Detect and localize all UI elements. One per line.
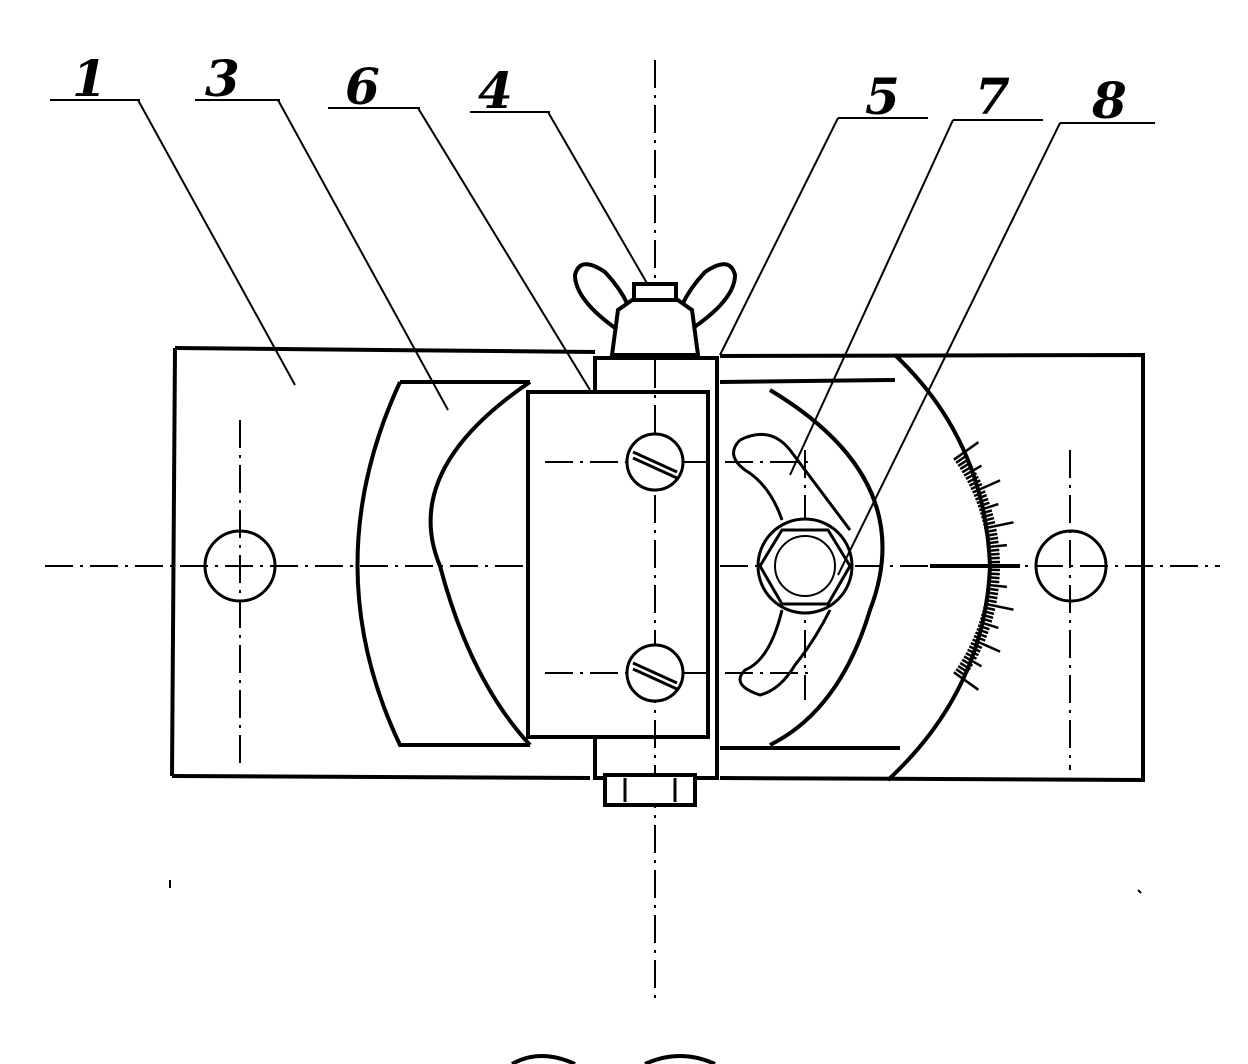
scale-tick — [961, 465, 974, 474]
scale-tick — [987, 576, 1000, 580]
callout-6: 6 — [345, 57, 380, 116]
scale-tick — [976, 627, 989, 635]
scale-tick — [953, 671, 980, 691]
scale-tick — [987, 572, 1000, 576]
scale-tick — [987, 548, 1000, 553]
scale-tick — [987, 556, 1000, 560]
scale-tick — [981, 613, 994, 620]
scale-tick — [973, 490, 986, 498]
scale-tick — [970, 482, 983, 491]
scale-tick — [982, 609, 995, 616]
callout-3: 3 — [205, 49, 240, 108]
stray-marks — [169, 880, 1142, 1064]
scale-tick — [955, 668, 967, 678]
scale-tick — [968, 479, 981, 487]
scale-tick — [968, 645, 981, 653]
wing-nut — [572, 262, 738, 357]
scale-tick — [967, 475, 979, 484]
scale-tick — [959, 461, 972, 471]
callout-8: 8 — [1091, 71, 1127, 130]
scale-tick — [980, 617, 993, 623]
callout-1: 1 — [72, 49, 107, 108]
scale-tick — [985, 594, 998, 600]
clamp-block — [526, 356, 810, 807]
scale-tick — [961, 658, 974, 667]
callout-7: 7 — [975, 67, 1010, 126]
scale-tick — [972, 638, 1001, 653]
scale-tick — [985, 591, 999, 596]
scale-tick — [987, 579, 1000, 584]
scale-tick — [983, 602, 1014, 611]
bottom-nut — [603, 773, 697, 807]
callout-5: 5 — [865, 67, 900, 126]
scale-tick — [983, 520, 996, 527]
mounting-hole-left — [203, 529, 277, 603]
scale-tick — [955, 454, 967, 464]
scale-tick — [987, 552, 1000, 556]
scale-tick — [982, 516, 995, 523]
scale-tick — [972, 479, 1001, 494]
scale-tick — [973, 634, 986, 642]
scale-tick — [983, 521, 1014, 530]
hex-bolt — [756, 517, 854, 615]
scale-tick — [970, 641, 983, 650]
scale-tick — [983, 605, 996, 612]
scale-tick — [965, 472, 978, 481]
scale-tick — [978, 502, 999, 512]
scale-tick — [981, 512, 994, 519]
scale-tick — [963, 464, 983, 477]
scale-tick — [985, 536, 999, 541]
scale-tick — [977, 624, 990, 631]
leader-lines — [50, 99, 1155, 576]
scale-tick — [986, 587, 999, 592]
arc-slot — [732, 432, 852, 697]
callout-labels: 1 3 6 4 5 7 8 — [72, 49, 1127, 130]
scale-tick — [977, 501, 990, 508]
base-plate — [170, 346, 1145, 783]
scale-tick — [976, 497, 989, 505]
scale-tick — [957, 458, 969, 467]
scale-tick — [967, 648, 979, 657]
rotary-disc — [355, 378, 900, 750]
scale-tick — [975, 631, 988, 639]
scale-tick — [984, 528, 997, 534]
angle-scale — [886, 353, 1020, 782]
scale-tick — [975, 493, 988, 501]
mounting-hole-right — [1034, 529, 1108, 603]
scale-tick — [978, 620, 999, 630]
scale-tick — [965, 651, 978, 660]
callout-4: 4 — [478, 61, 513, 120]
scale-tick — [986, 583, 1008, 589]
scale-tick — [959, 661, 972, 671]
scale-tick — [984, 598, 997, 604]
scale-tick — [953, 441, 980, 461]
scale-tick — [980, 509, 993, 515]
scale-tick — [986, 540, 999, 545]
scale-tick — [986, 543, 1008, 549]
scale-tick — [963, 655, 983, 668]
scale-tick — [985, 532, 998, 538]
scale-tick — [957, 665, 969, 674]
